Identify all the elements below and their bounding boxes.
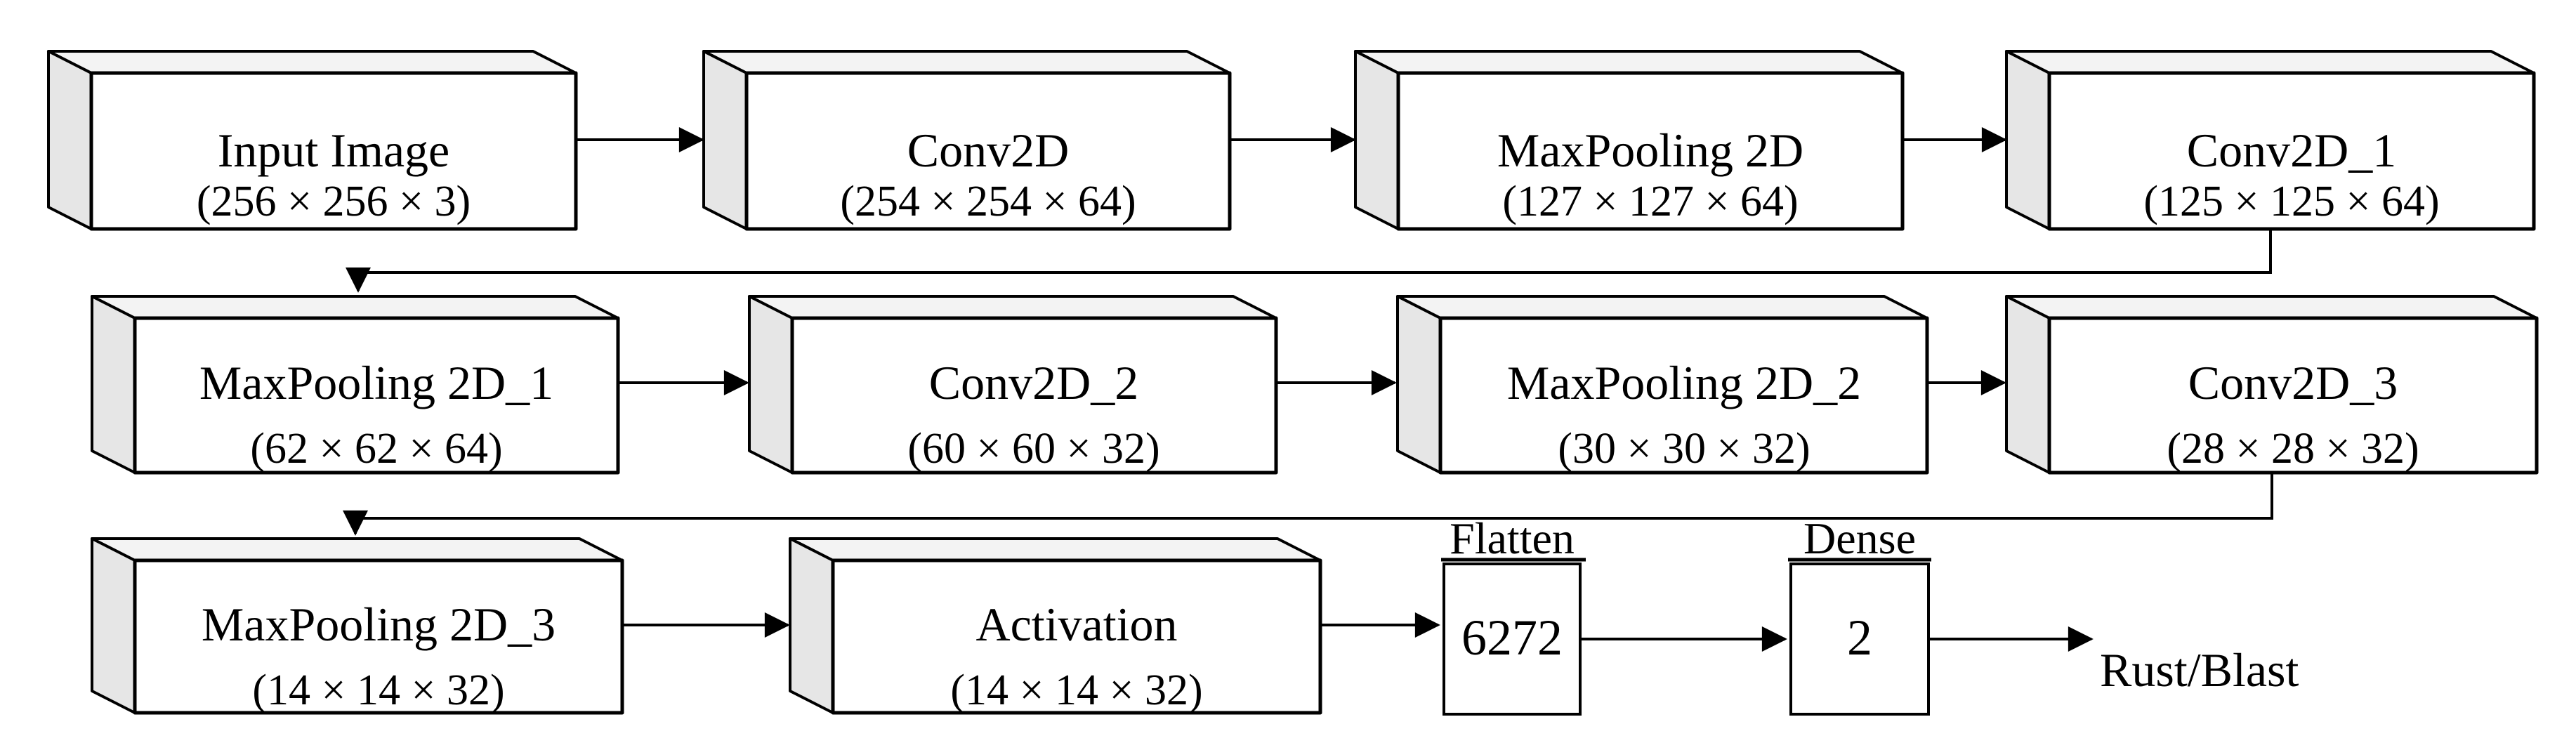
- box-side-face: [789, 537, 834, 714]
- layer-box-conv2d-2: Conv2D_2 (60 × 60 × 32): [748, 295, 1278, 475]
- box-top-face: [1354, 50, 1904, 74]
- box-side-face: [1396, 295, 1442, 474]
- layer-dims-text: (254 × 254 × 64): [840, 178, 1136, 225]
- connector-conv2d1-to-maxpooling2d1: [346, 230, 2272, 293]
- connector-conv2d3-to-maxpooling2d3: [343, 473, 2273, 536]
- box-top-face: [2005, 50, 2535, 74]
- layer-name-text: MaxPooling 2D_1: [199, 356, 553, 409]
- box-top-face: [702, 50, 1231, 74]
- layer-box-maxpooling2d: MaxPooling 2D (127 × 127 × 64): [1354, 50, 1905, 231]
- box-front-face: [1438, 316, 1929, 475]
- layer-name-text: MaxPooling 2D_3: [202, 598, 556, 651]
- layer-name-text: Conv2D: [907, 124, 1069, 177]
- layer-box-activation: Activation (14 × 14 × 32): [789, 537, 1322, 715]
- box-side-face: [2005, 50, 2051, 230]
- box-front-face: [744, 71, 1232, 231]
- layer-box-input-image: Input Image (256 × 256 × 3): [47, 50, 578, 231]
- box-front-face: [831, 558, 1322, 715]
- layer-dims-text: (60 × 60 × 32): [907, 425, 1159, 473]
- flatten-label: Flatten: [1450, 513, 1575, 563]
- box-side-face: [2005, 295, 2051, 474]
- box-top-face: [789, 537, 1322, 562]
- dense-label: Dense: [1803, 513, 1916, 563]
- flatten-units-text: 6272: [1461, 610, 1563, 666]
- box-side-face: [91, 537, 136, 714]
- layer-dims-text: (30 × 30 × 32): [1558, 425, 1810, 473]
- box-front-face: [2047, 71, 2536, 231]
- layer-dims-text: (14 × 14 × 32): [950, 666, 1202, 714]
- box-side-face: [1354, 50, 1400, 230]
- layer-name-text: MaxPooling 2D_2: [1507, 356, 1861, 409]
- layer-name-text: Activation: [975, 598, 1177, 651]
- box-top-face: [748, 295, 1277, 320]
- box-top-face: [91, 537, 624, 562]
- flatten-node: Flatten 6272: [1441, 513, 1586, 716]
- box-front-face: [133, 316, 620, 475]
- box-front-face: [89, 71, 578, 231]
- box-front-face: [1396, 71, 1905, 231]
- layer-box-conv2d: Conv2D (254 × 254 × 64): [702, 50, 1232, 231]
- layer-dims-text: (28 × 28 × 32): [2167, 425, 2419, 473]
- box-top-face: [47, 50, 577, 74]
- box-front-face: [790, 316, 1278, 475]
- layer-name-text: Conv2D_2: [929, 356, 1138, 409]
- flatten-box: [1443, 562, 1582, 716]
- box-front-face: [133, 558, 624, 715]
- dense-box: [1789, 562, 1930, 716]
- layer-name-text: Conv2D_1: [2187, 124, 2396, 177]
- box-side-face: [91, 295, 136, 474]
- box-top-face: [91, 295, 619, 320]
- layer-dims-text: (125 × 125 × 64): [2143, 178, 2439, 225]
- layer-name-text: Input Image: [218, 124, 449, 177]
- layer-dims-text: (62 × 62 × 64): [250, 425, 502, 473]
- box-top-face: [1396, 295, 1928, 320]
- box-top-face: [2005, 295, 2538, 320]
- dense-units-text: 2: [1847, 610, 1872, 666]
- output-class-label: Rust/Blast: [2100, 643, 2299, 697]
- layer-box-conv2d-3: Conv2D_3 (28 × 28 × 32): [2005, 295, 2539, 475]
- layer-dims-text: (14 × 14 × 32): [252, 666, 504, 714]
- box-side-face: [748, 295, 794, 474]
- layer-box-conv2d-1: Conv2D_1 (125 × 125 × 64): [2005, 50, 2536, 231]
- dense-node: Dense 2: [1788, 513, 1931, 716]
- layer-box-maxpooling2d-3: MaxPooling 2D_3 (14 × 14 × 32): [91, 537, 624, 715]
- box-side-face: [47, 50, 93, 230]
- layer-name-text: MaxPooling 2D: [1497, 124, 1803, 177]
- layer-dims-text: (127 × 127 × 64): [1502, 178, 1798, 225]
- box-front-face: [2047, 316, 2539, 475]
- layer-dims-text: (256 × 256 × 3): [197, 178, 471, 225]
- layer-box-maxpooling2d-1: MaxPooling 2D_1 (62 × 62 × 64): [91, 295, 620, 475]
- box-side-face: [702, 50, 748, 230]
- layer-box-maxpooling2d-2: MaxPooling 2D_2 (30 × 30 × 32): [1396, 295, 1929, 475]
- layer-name-text: Conv2D_3: [2188, 356, 2398, 409]
